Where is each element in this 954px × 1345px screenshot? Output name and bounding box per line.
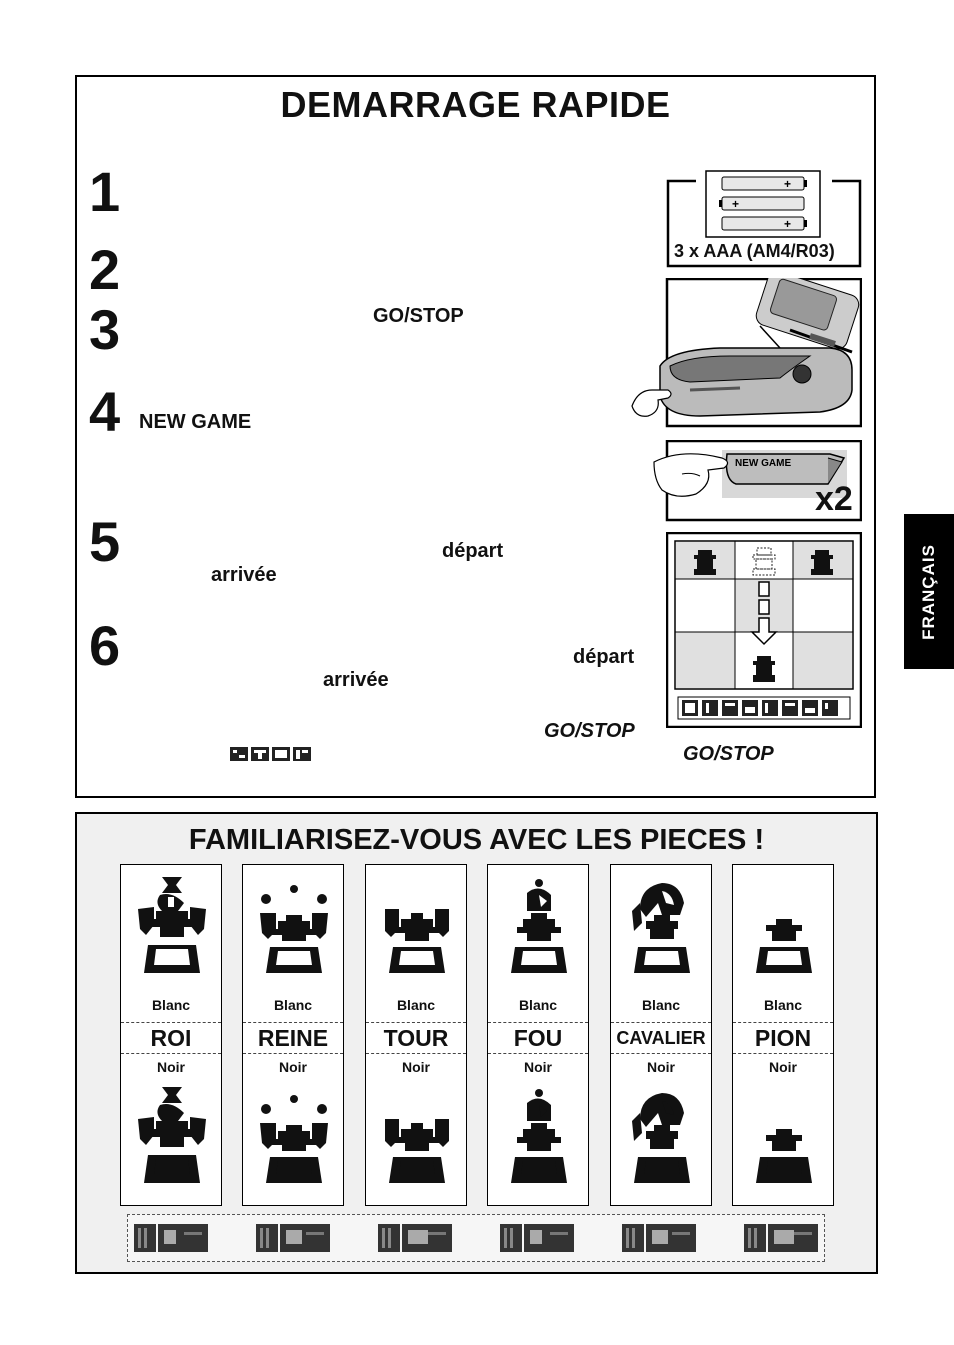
- lcd-glyph-icon: [378, 1224, 452, 1252]
- black-rook-icon: [385, 1119, 449, 1183]
- white-pawn-icon: [756, 919, 812, 973]
- white-label: Blanc: [273, 997, 313, 1013]
- step6-arrivee: arrivée: [323, 669, 389, 691]
- piece-name: FOU: [488, 1022, 588, 1054]
- lcd-cell-reine: [256, 1222, 332, 1254]
- piece-name: ROI: [121, 1022, 221, 1054]
- step-number-5: 5: [89, 510, 121, 573]
- pieces-section-title: FAMILIARISEZ-VOUS AVEC LES PIECES !: [188, 824, 765, 856]
- black-bishop-icon: [511, 1089, 567, 1183]
- black-knight-icon: [632, 1093, 690, 1183]
- lcd-glyph-icon: [744, 1224, 818, 1252]
- svg-text:+: +: [732, 197, 739, 211]
- board-pawn-icon: [694, 550, 833, 575]
- lcd-glyph-icon: [134, 1224, 208, 1252]
- white-knight-icon: [632, 883, 690, 973]
- black-label: Noir: [647, 1059, 675, 1075]
- finger-icon: [653, 453, 729, 497]
- black-label: Noir: [524, 1059, 552, 1075]
- lcd-cell-fou: [500, 1222, 576, 1254]
- black-label: Noir: [279, 1059, 307, 1075]
- white-rook-icon: [385, 909, 449, 973]
- language-tab: FRANÇAIS: [904, 514, 954, 669]
- page-title: DEMARRAGE RAPIDE: [280, 84, 671, 125]
- ghost-pawn-icon: [752, 547, 776, 576]
- battery-caption: 3 x AAA (AM4/R03): [674, 241, 835, 261]
- piece-name: CAVALIER: [611, 1022, 711, 1054]
- step-number-1: 1: [89, 160, 121, 223]
- board-move-panel: [666, 532, 862, 728]
- piece-name: PION: [733, 1022, 833, 1054]
- lcd-piece-strip: [127, 1214, 825, 1262]
- black-label: Noir: [769, 1059, 797, 1075]
- device-inset-icon: [755, 278, 860, 354]
- new-game-button-icon: [725, 453, 846, 485]
- quick-start-box: [75, 75, 876, 798]
- step6-go-stop: GO/STOP: [544, 720, 635, 742]
- battery-icon: + + +: [719, 176, 807, 231]
- white-label: Blanc: [151, 997, 191, 1013]
- white-label: Blanc: [641, 997, 681, 1013]
- white-queen-icon: [260, 885, 328, 973]
- black-pawn-icon: [756, 1129, 812, 1183]
- lcd-glyph-icon: [622, 1224, 696, 1252]
- svg-text:+: +: [784, 177, 791, 191]
- white-label: Blanc: [763, 997, 803, 1013]
- new-game-button-label: NEW GAME: [735, 458, 792, 469]
- black-label: Noir: [157, 1059, 185, 1075]
- step6-depart: départ: [573, 646, 635, 668]
- step5-arrivee: arrivée: [211, 564, 277, 586]
- chess-computer-icon: [659, 347, 853, 417]
- hand-icon: [631, 389, 672, 417]
- new-game-panel: [653, 440, 862, 522]
- lcd-cell-pion: [744, 1222, 820, 1254]
- battery-panel: + + +: [666, 170, 862, 268]
- lcd-glyph-icon: [256, 1224, 330, 1252]
- step-number-6: 6: [89, 614, 121, 677]
- times-two-label: x2: [815, 480, 853, 518]
- step-number-2: 2: [89, 238, 121, 301]
- black-king-icon: [138, 1087, 206, 1183]
- step5-depart: départ: [442, 540, 504, 562]
- lcd-stop-icon: [228, 744, 314, 764]
- step3-go-stop: GO/STOP: [373, 305, 464, 327]
- svg-text:+: +: [784, 217, 791, 231]
- black-label: Noir: [402, 1059, 430, 1075]
- piece-name: TOUR: [366, 1022, 466, 1054]
- move-arrow-icon: [750, 581, 778, 646]
- white-bishop-icon: [511, 879, 567, 973]
- lcd-cell-tour: [378, 1222, 454, 1254]
- white-label: Blanc: [518, 997, 558, 1013]
- lcd-cell-cavalier: [622, 1222, 698, 1254]
- lcd-cell-roi: [134, 1222, 210, 1254]
- white-label: Blanc: [396, 997, 436, 1013]
- black-queen-icon: [260, 1095, 328, 1183]
- white-king-icon: [138, 877, 206, 973]
- step4-new-game: NEW GAME: [139, 411, 252, 433]
- lcd-glyph-icon: [500, 1224, 574, 1252]
- device-panel: [631, 278, 862, 428]
- piece-name: REINE: [243, 1022, 343, 1054]
- step-number-3: 3: [89, 298, 121, 361]
- step-number-4: 4: [89, 380, 121, 443]
- go-stop-caption: GO/STOP: [683, 743, 774, 765]
- language-tab-label: FRANÇAIS: [919, 543, 938, 640]
